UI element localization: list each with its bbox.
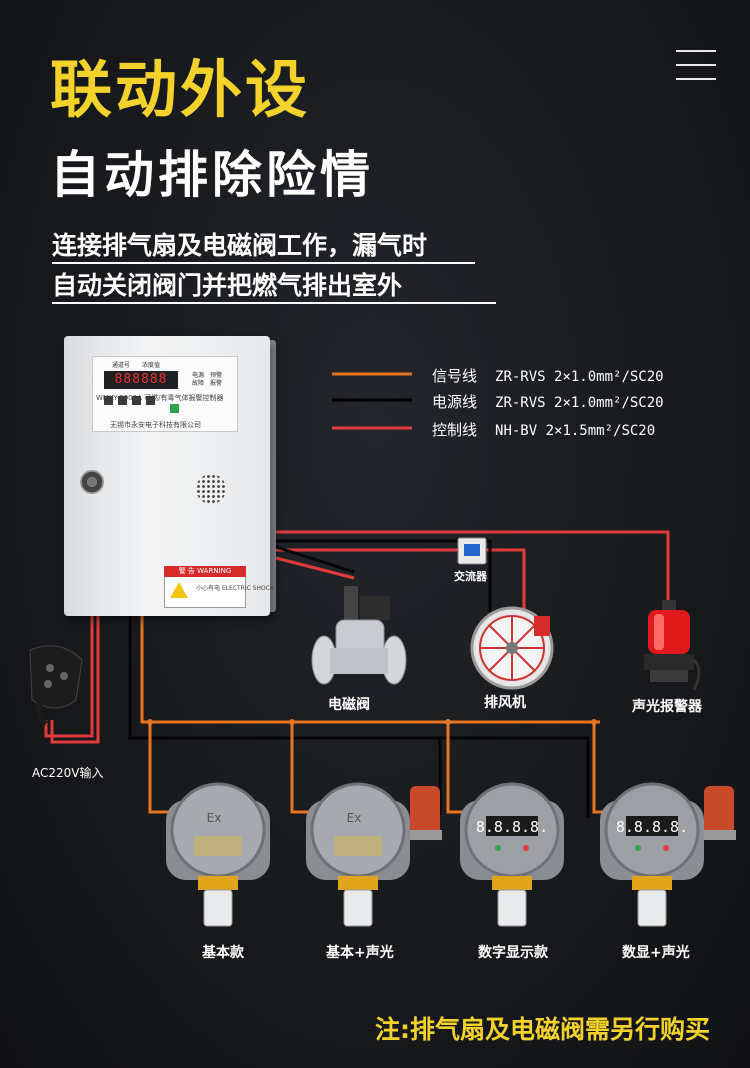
detector-nameplate — [194, 836, 242, 856]
detector-display-value: 8.8.8.8. — [616, 818, 688, 836]
detector-label-digital: 数字显示款 — [478, 945, 548, 961]
controller-model-label: WMKY-2000A 可燃/有毒气体报警控制器 — [96, 394, 224, 402]
alarm-light-label: 声光报警器 — [632, 699, 702, 715]
detector-cap — [310, 782, 406, 878]
legend-spec: ZR-RVS 2×1.0mm²/SC20 — [495, 395, 664, 411]
detector-cap — [170, 782, 266, 878]
detector-display — [626, 816, 678, 836]
description-line-2: 自动关闭阀门并把燃气排出室外 — [52, 271, 403, 300]
detector-label-basic-sound-light: 基本+声光 — [326, 945, 394, 961]
detector-nameplate — [334, 836, 382, 856]
detector-led — [523, 845, 529, 851]
legend-name: 电源线 — [432, 393, 478, 411]
control-wires — [44, 530, 670, 744]
power-input-label: AC220V输入 — [32, 766, 104, 780]
description-underline-1 — [52, 262, 475, 264]
detector-sensor-head — [637, 889, 667, 927]
panel-label: 预警 — [210, 372, 223, 379]
legend-entry-power: 电源线 ZR-RVS 2×1.0mm²/SC20 — [432, 391, 664, 412]
speaker-grille-icon — [196, 474, 226, 504]
contactor-label: 交流器 — [454, 570, 487, 583]
page-subtitle: 自动排除险情 — [50, 146, 374, 204]
panel-label: 浓度值 — [142, 362, 161, 369]
legend-spec: ZR-RVS 2×1.0mm²/SC20 — [495, 369, 664, 385]
detector-alarm-light — [704, 786, 734, 834]
purchase-note: 注:排气扇及电磁阀需另行购买 — [375, 1015, 710, 1044]
detector-yellow-collar — [338, 876, 378, 890]
junction-dots — [147, 719, 597, 725]
detector-ex-mark: Ex — [347, 811, 362, 825]
panel-button[interactable] — [104, 396, 113, 405]
legend-name: 控制线 — [432, 421, 478, 439]
description-underline-2 — [52, 302, 496, 304]
detector-led — [663, 845, 669, 851]
detector-display-value: 8.8.8.8. — [476, 818, 548, 836]
warning-title: 警 告 WARNING — [164, 566, 246, 577]
legend-entry-control: 控制线 NH-BV 2×1.5mm²/SC20 — [432, 419, 655, 440]
detector-sensor-head — [343, 889, 373, 927]
warning-triangle-icon — [170, 582, 188, 598]
panel-label: 通道号 — [112, 362, 131, 369]
detector-yellow-collar — [632, 876, 672, 890]
controller-display: 888888 — [104, 371, 178, 389]
detector-label-digital-sound-light: 数显+声光 — [622, 945, 690, 961]
panel-label: 电源 — [192, 372, 205, 379]
exhaust-fan-label: 排风机 — [484, 695, 526, 711]
panel-label: 故障 — [192, 380, 205, 387]
detector-led — [635, 845, 641, 851]
exhaust-fan-device — [470, 606, 554, 690]
detector-alarm-light — [410, 786, 440, 834]
power-plug-device — [29, 645, 83, 727]
detector-yellow-collar — [492, 876, 532, 890]
contactor-device — [457, 537, 487, 565]
detector-led — [495, 845, 501, 851]
description-line-1: 连接排气扇及电磁阀工作，漏气时 — [52, 231, 428, 260]
controller-maker-label: 无锡市永安电子科技有限公司 — [110, 421, 201, 429]
panel-button[interactable] — [146, 396, 155, 405]
panel-button-ok[interactable] — [170, 404, 179, 413]
warning-text: 小心有电 ELECTRIC SHOCK — [196, 585, 274, 592]
legend-name: 信号线 — [432, 367, 478, 385]
detector-yellow-collar — [198, 876, 238, 890]
page-title: 联动外设 — [50, 53, 311, 126]
detector-ex-mark: Ex — [207, 811, 222, 825]
panel-label: 报警 — [210, 380, 223, 387]
detector-display — [486, 816, 538, 836]
legend-spec: NH-BV 2×1.5mm²/SC20 — [495, 423, 656, 439]
menu-icon[interactable] — [676, 48, 716, 82]
panel-button[interactable] — [132, 396, 141, 405]
controller-panel — [92, 356, 238, 432]
detector-sensor-head — [203, 889, 233, 927]
detector-label-basic: 基本款 — [202, 945, 244, 961]
detector-alarm-base — [408, 830, 442, 840]
alarm-light-device — [644, 600, 701, 691]
legend-entry-signal: 信号线 ZR-RVS 2×1.0mm²/SC20 — [432, 365, 664, 386]
detector-sensor-head — [497, 889, 527, 927]
detector-alarm-base — [702, 830, 736, 840]
panel-button[interactable] — [118, 396, 127, 405]
key-lock-icon — [80, 470, 104, 494]
solenoid-valve-label: 电磁阀 — [328, 697, 370, 713]
solenoid-valve-device — [311, 586, 407, 685]
